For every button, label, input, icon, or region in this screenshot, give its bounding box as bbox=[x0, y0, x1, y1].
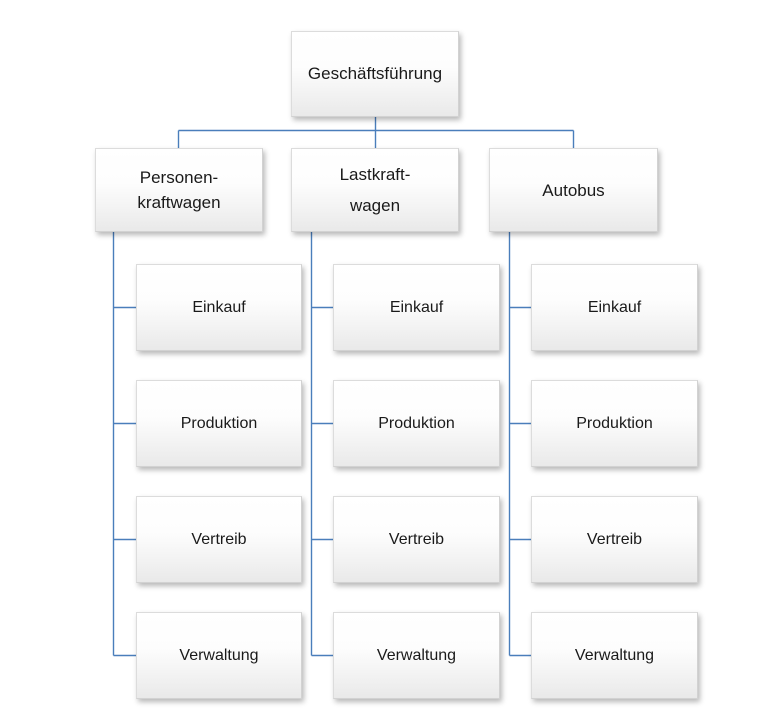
node-department-3[interactable]: Autobus bbox=[489, 148, 658, 232]
node-unit-col-1-row-1[interactable]: Einkauf bbox=[136, 264, 302, 351]
node-root-label: Geschäftsführung bbox=[307, 64, 443, 83]
node-unit-col-2-row-1-label: Einkauf bbox=[389, 299, 444, 316]
node-unit-col-3-row-3-label: Vertreib bbox=[586, 531, 643, 548]
node-unit-col-3-row-4-label: Verwaltung bbox=[574, 647, 655, 664]
node-department-3-label: Autobus bbox=[542, 180, 605, 200]
node-unit-col-3-row-3[interactable]: Vertreib bbox=[531, 496, 698, 583]
node-unit-col-1-row-4[interactable]: Verwaltung bbox=[136, 612, 302, 699]
node-unit-col-1-row-2-label: Produktion bbox=[180, 415, 258, 432]
node-unit-col-1-row-3-label: Vertreib bbox=[191, 531, 247, 548]
node-root[interactable]: Geschäftsführung bbox=[291, 31, 459, 117]
node-unit-col-2-row-1[interactable]: Einkauf bbox=[333, 264, 500, 351]
node-unit-col-2-row-2[interactable]: Produktion bbox=[333, 380, 500, 467]
node-unit-col-3-row-2-label: Produktion bbox=[576, 415, 653, 432]
node-unit-col-3-row-1-label: Einkauf bbox=[587, 299, 642, 316]
node-department-2-label: Lastkraft- wagen bbox=[339, 165, 411, 215]
node-unit-col-1-row-1-label: Einkauf bbox=[192, 299, 246, 316]
node-unit-col-1-row-3[interactable]: Vertreib bbox=[136, 496, 302, 583]
node-unit-col-3-row-4[interactable]: Verwaltung bbox=[531, 612, 698, 699]
node-unit-col-2-row-4[interactable]: Verwaltung bbox=[333, 612, 500, 699]
node-unit-col-2-row-3[interactable]: Vertreib bbox=[333, 496, 500, 583]
node-unit-col-1-row-2[interactable]: Produktion bbox=[136, 380, 302, 467]
node-department-1-label: Personen- kraftwagen bbox=[137, 168, 221, 212]
node-unit-col-3-row-2[interactable]: Produktion bbox=[531, 380, 698, 467]
node-unit-col-1-row-4-label: Verwaltung bbox=[179, 647, 259, 664]
node-department-1[interactable]: Personen- kraftwagen bbox=[95, 148, 263, 232]
node-unit-col-2-row-2-label: Produktion bbox=[378, 415, 455, 432]
node-unit-col-3-row-1[interactable]: Einkauf bbox=[531, 264, 698, 351]
node-department-2[interactable]: Lastkraft- wagen bbox=[291, 148, 459, 232]
node-unit-col-2-row-4-label: Verwaltung bbox=[376, 647, 457, 664]
node-unit-col-2-row-3-label: Vertreib bbox=[388, 531, 445, 548]
